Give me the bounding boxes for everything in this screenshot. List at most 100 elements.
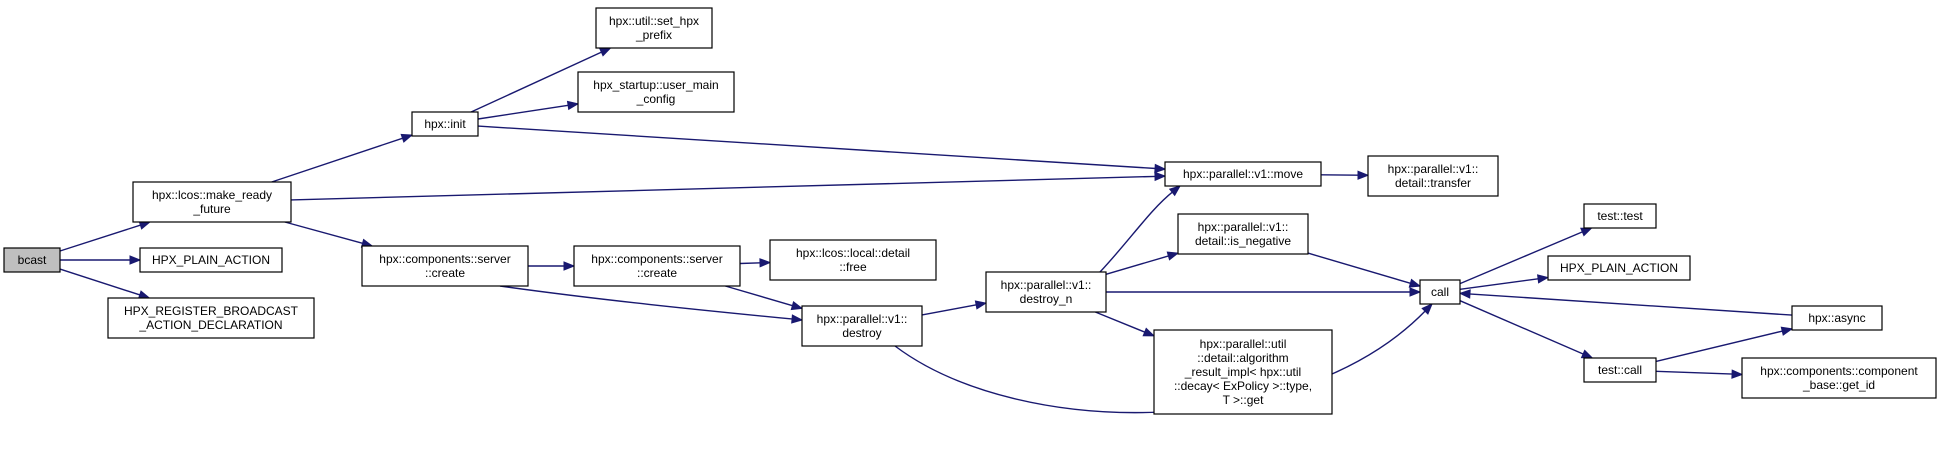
node-label: test::test	[1597, 209, 1643, 223]
node-label: hpx::parallel::v1::	[1388, 162, 1479, 176]
node-box	[1177, 213, 1309, 255]
node-label: HPX_PLAIN_ACTION	[1560, 261, 1678, 275]
node-label: _result_impl< hpx::util	[1184, 365, 1301, 379]
edge-line	[1095, 311, 1146, 334]
edge-line	[725, 285, 794, 307]
node-detail-transfer[interactable]: hpx::parallel::v1::detail::transfer	[1367, 155, 1499, 197]
edge-line	[499, 285, 794, 320]
edge-line	[59, 224, 142, 252]
node-label: _base::get_id	[1802, 378, 1875, 392]
arrowhead-icon	[400, 133, 414, 143]
node-bcast[interactable]: bcast	[3, 247, 61, 273]
arrowhead-icon	[1537, 274, 1550, 284]
edge-line	[1105, 255, 1170, 275]
nodes-layer: bcast hpx::lcos::make_ready_futureHPX_PLA…	[3, 7, 1937, 415]
edge-parallel_destroy-to-parallel_destroy_n	[921, 300, 988, 316]
node-make-ready-future[interactable]: hpx::lcos::make_ready_future	[132, 181, 292, 223]
node-box	[1419, 279, 1461, 305]
node-lcos-local-free[interactable]: hpx::lcos::local::detail::free	[769, 239, 937, 281]
edge-line	[1468, 293, 1793, 316]
node-label: hpx::parallel::v1::move	[1183, 167, 1303, 181]
node-label: hpx::parallel::v1::	[1001, 278, 1092, 292]
arrowhead-icon	[1409, 287, 1422, 297]
node-label: T >::get	[1223, 393, 1264, 407]
node-box	[1547, 255, 1691, 281]
node-label: _prefix	[635, 28, 672, 42]
node-parallel-destroy[interactable]: hpx::parallel::v1::destroy	[801, 305, 923, 347]
node-box	[801, 305, 923, 347]
node-parallel-move[interactable]: hpx::parallel::v1::move	[1164, 161, 1322, 187]
arrowhead-icon	[759, 258, 772, 268]
node-label: hpx::components::server	[379, 252, 510, 266]
node-box	[1153, 329, 1333, 415]
node-label: ::create	[425, 266, 465, 280]
node-user-main-config[interactable]: hpx_startup::user_main_config	[577, 71, 735, 113]
edge-line	[59, 268, 141, 296]
node-plain-action-1[interactable]: HPX_PLAIN_ACTION	[139, 247, 283, 273]
edge-line	[921, 304, 978, 316]
edge-make_ready_future-to-components_server_create_a	[284, 221, 374, 248]
edge-test_call-to-component_base_get_id	[1655, 369, 1744, 379]
edges-layer	[59, 47, 1794, 414]
arrowhead-icon	[129, 255, 142, 265]
edge-bcast-to-register_broadcast	[59, 268, 151, 300]
node-test-test[interactable]: test::test	[1583, 203, 1657, 229]
node-label: call	[1431, 285, 1449, 299]
edge-parallel_move-to-detail_transfer	[1320, 170, 1370, 180]
node-label: hpx::parallel::util	[1200, 337, 1287, 351]
node-label: _config	[636, 92, 676, 106]
arrowhead-icon	[1154, 163, 1167, 174]
node-box	[3, 247, 61, 273]
node-call[interactable]: call	[1419, 279, 1461, 305]
node-label: ::free	[839, 260, 867, 274]
arrowhead-icon	[1458, 289, 1471, 299]
arrowhead-icon	[598, 47, 612, 57]
node-label: HPX_REGISTER_BROADCAST	[124, 304, 299, 318]
node-test-call[interactable]: test::call	[1583, 357, 1657, 383]
edge-hpx_init-to-parallel_move	[477, 125, 1167, 174]
edge-hpx_init-to-user_main_config	[477, 100, 580, 120]
arrowhead-icon	[1731, 369, 1744, 379]
edge-line	[1459, 300, 1585, 356]
node-parallel-destroy-n[interactable]: hpx::parallel::v1::destroy_n	[985, 271, 1107, 313]
edge-bcast-to-make_ready_future	[59, 220, 152, 252]
node-register-broadcast[interactable]: HPX_REGISTER_BROADCAST_ACTION_DECLARATIO…	[107, 297, 315, 339]
arrowhead-icon	[1408, 278, 1422, 288]
edge-make_ready_future-to-hpx_init	[271, 133, 414, 183]
edge-parallel_destroy_n-to-detail_is_negative	[1105, 251, 1180, 275]
arrowhead-icon	[1168, 185, 1182, 197]
node-label: destroy	[842, 326, 881, 340]
node-plain-action-2[interactable]: HPX_PLAIN_ACTION	[1547, 255, 1691, 281]
node-box	[577, 71, 735, 113]
arrowhead-icon	[563, 261, 576, 271]
node-component-base-get-id[interactable]: hpx::components::component_base::get_id	[1741, 357, 1937, 399]
node-label: bcast	[18, 253, 47, 267]
node-box	[985, 271, 1107, 313]
edge-line	[1655, 370, 1734, 375]
node-hpx-init[interactable]: hpx::init	[411, 111, 479, 137]
node-label: ::create	[637, 266, 677, 280]
arrowhead-icon	[1421, 303, 1433, 315]
arrowhead-icon	[1580, 349, 1594, 359]
node-label: _ACTION_DECLARATION	[138, 318, 282, 332]
node-box	[1583, 203, 1657, 229]
node-box	[132, 181, 292, 223]
arrowhead-icon	[791, 314, 804, 324]
node-components-server-create-a[interactable]: hpx::components::server::create	[361, 245, 529, 287]
node-label: ::decay< ExPolicy >::type,	[1174, 379, 1312, 393]
node-components-server-create-b[interactable]: hpx::components::server::create	[573, 245, 741, 287]
node-algorithm-result-get[interactable]: hpx::parallel::util::detail::algorithm_r…	[1153, 329, 1333, 415]
node-box	[411, 111, 479, 137]
node-label: detail::transfer	[1395, 176, 1471, 190]
node-box	[595, 7, 713, 49]
arrowhead-icon	[1580, 227, 1593, 237]
edge-line	[1099, 191, 1174, 273]
edge-line	[477, 104, 570, 120]
arrowhead-icon	[790, 300, 804, 311]
edge-line	[290, 175, 1157, 201]
node-hpx-async[interactable]: hpx::async	[1791, 305, 1883, 331]
node-set-hpx-prefix[interactable]: hpx::util::set_hpx_prefix	[595, 7, 713, 49]
arrowhead-icon	[1142, 327, 1156, 337]
node-detail-is-negative[interactable]: hpx::parallel::v1::detail::is_negative	[1177, 213, 1309, 255]
